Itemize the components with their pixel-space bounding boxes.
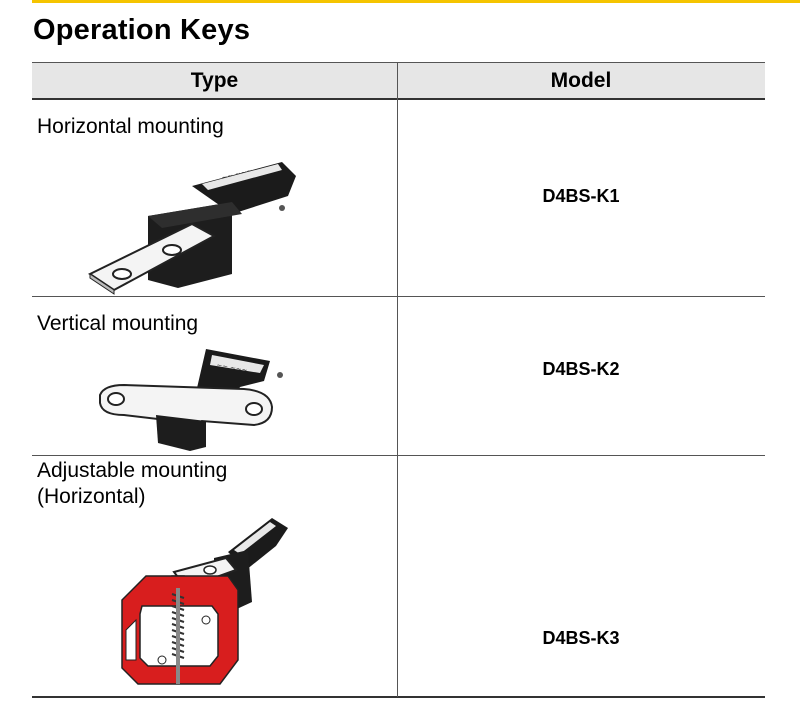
table-row: Adjustable mounting (Horizontal) [32,456,765,696]
column-divider [397,62,398,697]
model-value: D4BS-K2 [542,359,620,379]
header-type: Type [190,69,239,92]
model-value: D4BS-K3 [542,628,620,648]
type-label: Horizontal mounting [37,115,224,138]
table-row: Vertical mounting ~~ ~~~ D4BS-K2 [32,297,765,455]
type-label-sub: (Horizontal) [37,485,146,508]
type-label: Adjustable mounting [37,459,228,482]
horizontal-mount-key-icon: ~~ ~~~ [87,162,296,295]
type-label: Vertical mounting [37,312,199,335]
model-value: D4BS-K1 [542,186,620,206]
table-row: Horizontal mounting ~~ ~~~ D4BS-K1 [32,100,765,296]
top-accent-rule [32,0,800,3]
vertical-mount-key-icon: ~~ ~~~ [99,349,283,451]
row-divider [32,455,765,456]
table-bottom-rule [32,696,765,698]
header-model: Model [550,69,612,92]
adjustable-mount-key-icon [121,518,288,685]
page-title: Operation Keys [33,14,251,46]
row-divider [32,296,765,297]
table-header: Type Model [32,62,765,100]
